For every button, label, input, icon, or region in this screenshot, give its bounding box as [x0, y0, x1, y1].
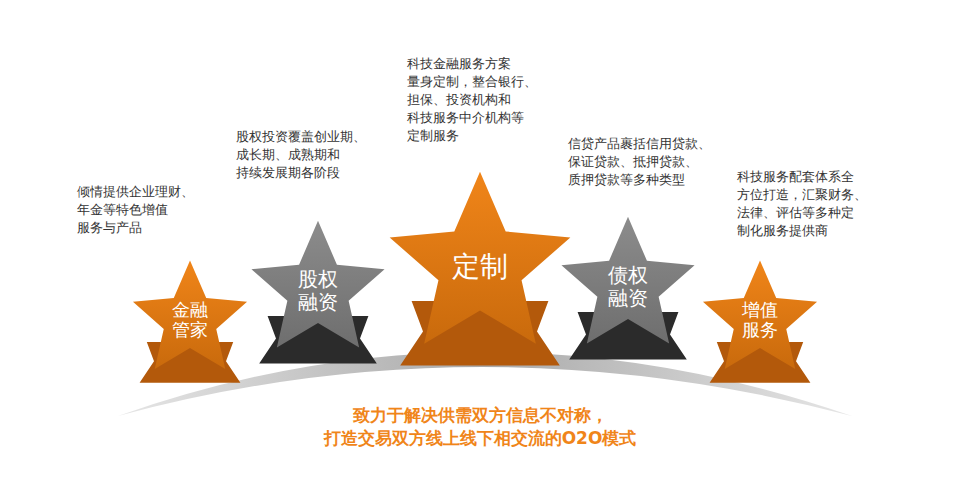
star	[251, 221, 384, 348]
ribbon	[259, 316, 377, 364]
ribbon	[140, 342, 241, 383]
description-text: 信贷产品裹括信用贷款、 保证贷款、抵押贷款、 质押贷款等多种类型	[568, 135, 733, 189]
description-text: 股权投资覆盖创业期、 成长期、成熟期和 持续发展期各阶段	[236, 128, 376, 182]
star-label: 金融 管家	[169, 300, 210, 341]
description-text: 科技金融服务方案 量身定制，整合银行、 担保、投资机构和 科技服务中介机构等 定…	[407, 55, 557, 145]
star-node: 定制科技金融服务方案 量身定制，整合银行、 担保、投资机构和 科技服务中介机构等…	[385, 168, 575, 377]
star-label: 增值 服务	[739, 300, 780, 341]
description-text: 科技服务配套体系全 方位打造，汇聚财务、 法律、评估等多种定 制化服务提供商	[737, 168, 877, 240]
star-node: 股权 融资股权投资覆盖创业期、 成长期、成熟期和 持续发展期各阶段	[248, 218, 388, 372]
star-node: 增值 服务科技服务配套体系全 方位打造，汇聚财务、 法律、评估等多种定 制化服务…	[700, 258, 820, 390]
star-node: 金融 管家倾情提供企业理财、 年金等特色增值 服务与产品	[130, 258, 250, 390]
ribbon	[710, 342, 811, 383]
star-label: 债权 融资	[605, 264, 651, 310]
star-label: 定制	[448, 251, 512, 283]
star	[561, 217, 694, 344]
star-node: 债权 融资信贷产品裹括信用贷款、 保证贷款、抵押贷款、 质押贷款等多种类型	[558, 214, 698, 368]
ribbon	[400, 301, 560, 366]
star	[390, 172, 571, 344]
star-label: 股权 融资	[295, 268, 341, 314]
caption: 致力于解决供需双方信息不对称， 打造交易双方线上线下相交流的O2O模式	[320, 404, 640, 450]
ribbon	[569, 312, 687, 360]
star	[133, 260, 247, 369]
star	[703, 260, 817, 369]
description-text: 倾情提供企业理财、 年金等特色增值 服务与产品	[77, 183, 217, 237]
